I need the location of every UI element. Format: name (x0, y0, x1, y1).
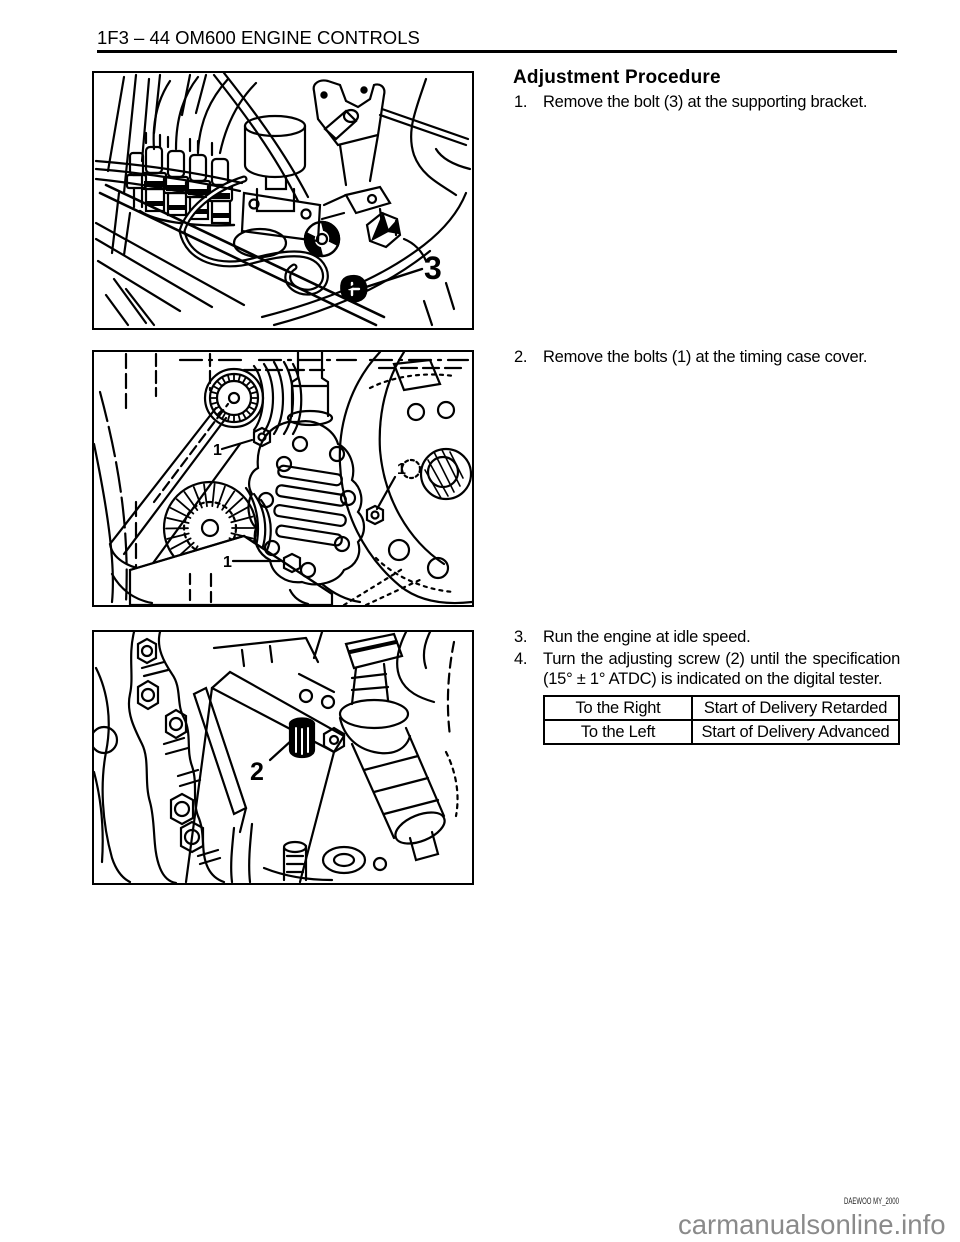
svg-text:1: 1 (223, 554, 232, 571)
svg-text:2: 2 (250, 758, 264, 786)
svg-text:1: 1 (397, 461, 406, 478)
svg-text:1: 1 (213, 442, 222, 459)
svg-text:3: 3 (424, 250, 442, 286)
